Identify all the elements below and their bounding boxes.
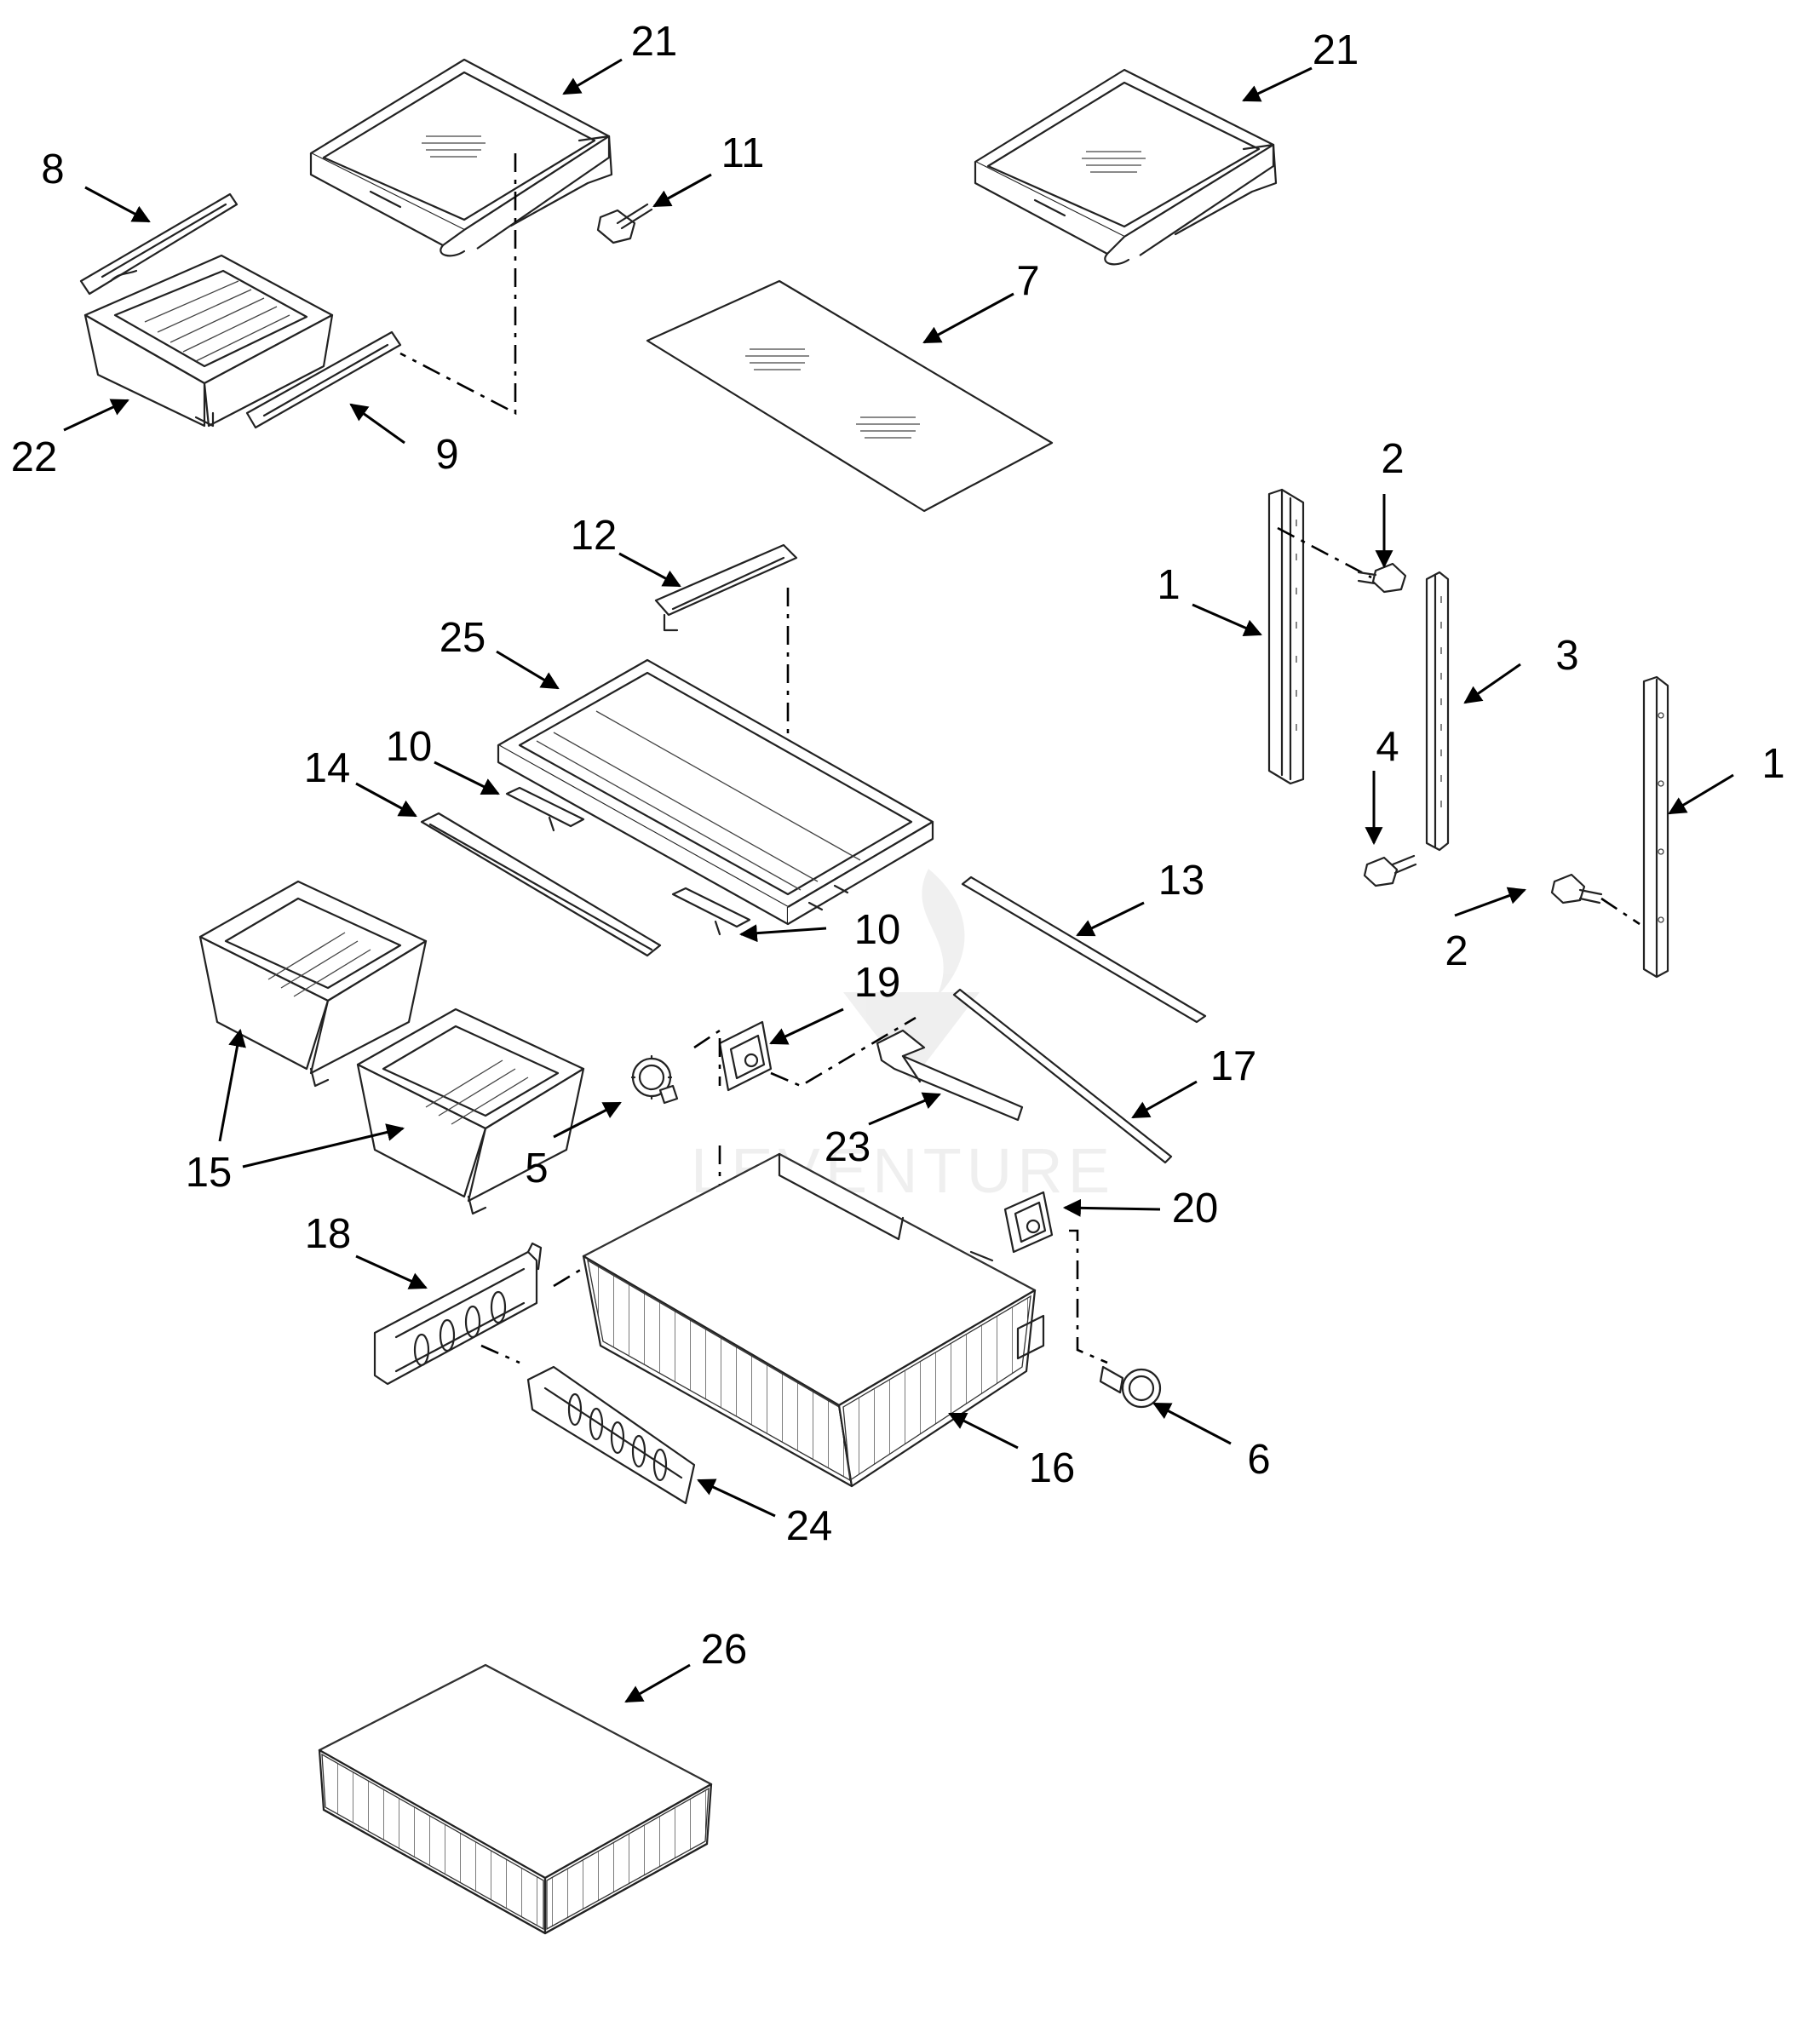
part-21-shelf-left (309, 58, 613, 257)
part-25-frame (497, 658, 934, 926)
part-10-clip-lower (671, 887, 751, 936)
callout-16: 16 (1029, 1445, 1076, 1491)
part-24-panel (526, 1365, 696, 1505)
part-2-screw-lower (1550, 873, 1603, 904)
part-20-bracket (1003, 1191, 1054, 1254)
callout-10-upper: 10 (386, 724, 433, 770)
callout-5: 5 (525, 1145, 548, 1191)
part-21-shelf-right (974, 68, 1278, 266)
part-9-rail (245, 330, 402, 429)
callout-18: 18 (305, 1211, 352, 1257)
callout-2-upper: 2 (1381, 436, 1404, 482)
callout-10-lower: 10 (854, 907, 901, 953)
part-18-divider (373, 1242, 543, 1386)
part-12-rail (654, 543, 798, 632)
callout-13: 13 (1158, 858, 1205, 904)
callout-6: 6 (1247, 1437, 1270, 1483)
part-19-bracket (718, 1020, 773, 1092)
part-7-glass (646, 279, 1054, 513)
part-6-gear (1099, 1365, 1162, 1409)
callout-12: 12 (571, 513, 618, 559)
part-15-bin-right (356, 1008, 585, 1215)
callout-17: 17 (1210, 1043, 1257, 1089)
callout-14: 14 (304, 745, 351, 791)
callout-11: 11 (721, 130, 765, 176)
callout-22: 22 (11, 434, 58, 480)
callout-1-left: 1 (1157, 562, 1180, 608)
callout-2-lower: 2 (1445, 928, 1468, 974)
callout-21-left: 21 (631, 19, 678, 65)
part-4-screw (1363, 854, 1417, 887)
part-23-bar (876, 1029, 1024, 1122)
assembly-line-19 (693, 1016, 916, 1088)
part-14-trim (420, 812, 662, 957)
callout-21-right: 21 (1313, 27, 1359, 73)
assembly-line-21-9 (399, 153, 517, 416)
callout-8: 8 (41, 146, 64, 192)
callout-7: 7 (1016, 258, 1039, 304)
part-10-clip-upper (505, 786, 585, 832)
callout-23: 23 (825, 1124, 871, 1170)
part-17-rod (952, 988, 1173, 1164)
part-26-basket (318, 1663, 713, 1935)
assembly-line-20-6 (1069, 1229, 1108, 1364)
part-13-rod (961, 876, 1207, 1024)
part-1-rail-right (1642, 675, 1669, 979)
callout-9: 9 (435, 432, 458, 478)
callout-1-right: 1 (1761, 741, 1784, 787)
callout-19: 19 (854, 960, 901, 1006)
callout-labels: 21 21 11 8 7 22 9 2 12 1 3 25 4 1 10 14 … (11, 19, 1785, 1673)
part-3-rail (1425, 571, 1450, 852)
part-15-bin-left (198, 880, 428, 1088)
assembly-line-1-2 (1277, 526, 1372, 579)
callout-arrows (63, 58, 1734, 1703)
assembly-line-2-1 (1600, 897, 1640, 926)
part-5-gear (630, 1054, 679, 1105)
callout-3: 3 (1555, 633, 1578, 679)
callout-25: 25 (440, 615, 486, 661)
callout-4: 4 (1376, 724, 1399, 770)
part-1-rail-left (1267, 488, 1305, 785)
callout-24: 24 (786, 1503, 833, 1549)
callout-15: 15 (186, 1150, 233, 1196)
part-22-drawer (83, 254, 334, 428)
part-8-rail (79, 192, 238, 296)
callout-26: 26 (701, 1627, 748, 1673)
part-16-basket (582, 1152, 1045, 1488)
part-2-screw-upper (1357, 562, 1407, 594)
callout-20: 20 (1172, 1186, 1219, 1232)
part-11-screw (596, 203, 653, 244)
